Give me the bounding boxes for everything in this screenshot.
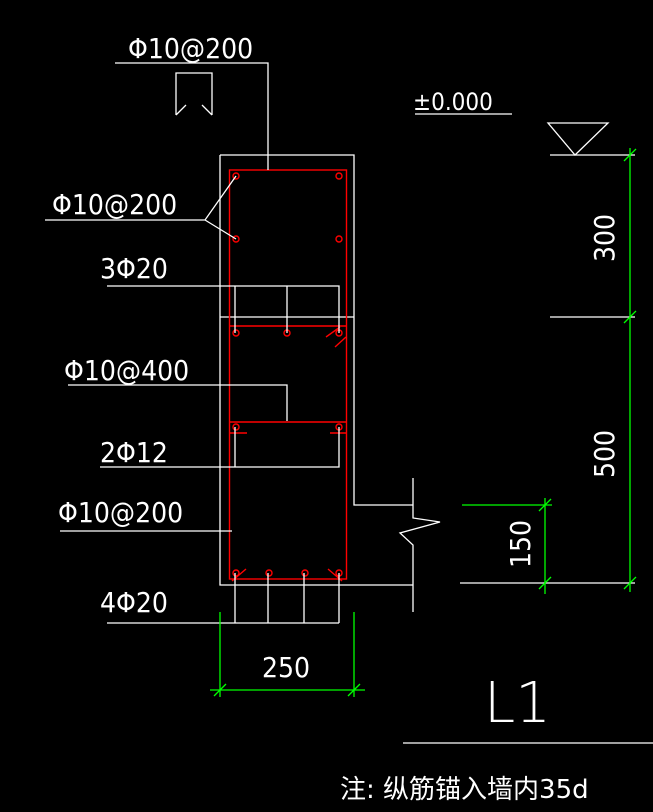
- rebar-bar: [232, 235, 240, 243]
- label-2-bars: 2Φ12: [100, 436, 168, 469]
- rebar-bar: [301, 569, 309, 577]
- rebar-bar: [265, 569, 273, 577]
- label-4-bars: 4Φ20: [100, 586, 168, 619]
- rebar-bar: [232, 423, 240, 431]
- rebar-stirrups: [228, 169, 348, 582]
- rebar-bar: [335, 235, 343, 243]
- label-tie-400: Φ10@400: [64, 354, 189, 387]
- rebar-bar: [232, 172, 240, 180]
- concrete-outline: [219, 154, 413, 586]
- rebar-bar: [335, 172, 343, 180]
- note-text: 注: 纵筋锚入墙内35d: [340, 775, 589, 805]
- dim-150: 150: [504, 520, 537, 568]
- dim-300: 300: [588, 214, 621, 262]
- label-side-stirrup-lower: Φ10@200: [58, 496, 183, 529]
- dim-500: 500: [588, 430, 621, 478]
- dimension-lines: [210, 148, 637, 697]
- label-3-bars: 3Φ20: [100, 252, 168, 285]
- rebar-bar: [232, 569, 240, 577]
- elevation-marker: [415, 113, 635, 584]
- beam-name: L1: [484, 671, 551, 736]
- rebar-bars: [232, 172, 343, 577]
- label-top-stirrup: Φ10@200: [128, 32, 253, 65]
- dim-250: 250: [262, 651, 310, 684]
- wall-break-line: [398, 478, 441, 612]
- rebar-bar: [232, 329, 240, 337]
- leader-lines: [45, 62, 340, 624]
- label-side-stirrup-upper: Φ10@200: [52, 188, 177, 221]
- elevation-label: ±0.000: [413, 88, 493, 116]
